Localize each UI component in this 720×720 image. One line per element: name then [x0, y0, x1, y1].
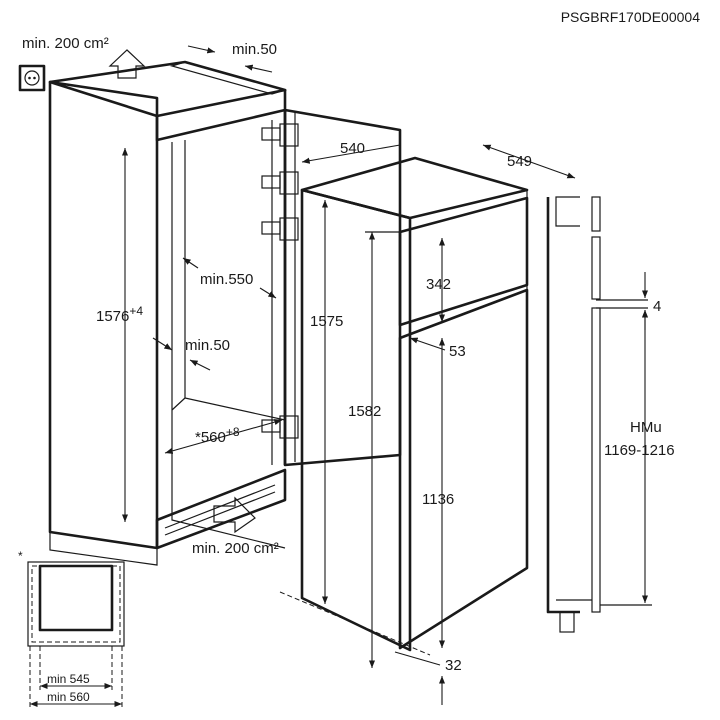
- appliance-depth-label: 540: [340, 140, 365, 157]
- dimension-lines-appliance: [301, 132, 576, 705]
- niche-width-label: *560+8: [195, 425, 240, 446]
- top-view-inset: [27, 561, 125, 708]
- airflow-in-arrow-icon: [213, 496, 256, 534]
- hmu-title-label: HMu: [630, 419, 662, 436]
- gap-side-label: min.50: [185, 337, 230, 354]
- kitchen-cabinet: [48, 60, 288, 566]
- hinge-icon: [261, 123, 299, 439]
- power-socket-icon: [18, 64, 46, 92]
- dimension-lines-cabinet: [121, 45, 283, 522]
- fridge-door-label: 1136: [422, 491, 454, 508]
- appliance-width-label: 549: [507, 153, 532, 170]
- fridge-appliance: [279, 156, 529, 656]
- vent-top-label: min. 200 cm²: [22, 35, 109, 52]
- cabinet-depth-label: min.550: [200, 271, 253, 288]
- inset-min560-label: min 560: [47, 690, 90, 704]
- door-gap-label: 53: [449, 343, 466, 360]
- hmu-range-label: 1169-1216: [604, 442, 675, 459]
- cabinet-height-label: 1576+4: [96, 304, 143, 325]
- door-total-height-label: 1582: [348, 403, 381, 420]
- inset-star: *: [18, 549, 23, 563]
- freezer-door-label: 342: [426, 276, 451, 293]
- bottom-offset-label: 32: [445, 657, 462, 674]
- airflow-up-arrow-icon: [108, 49, 146, 79]
- vent-bottom-label: min. 200 cm²: [192, 540, 279, 557]
- side-profile: [546, 196, 652, 633]
- gap-top-label: min.50: [232, 41, 277, 58]
- appliance-height-label: 1575: [310, 313, 343, 330]
- gap-4-label: 4: [653, 298, 661, 315]
- product-code: PSGBRF170DE00004: [561, 9, 701, 25]
- inset-min545-label: min 545: [47, 672, 90, 686]
